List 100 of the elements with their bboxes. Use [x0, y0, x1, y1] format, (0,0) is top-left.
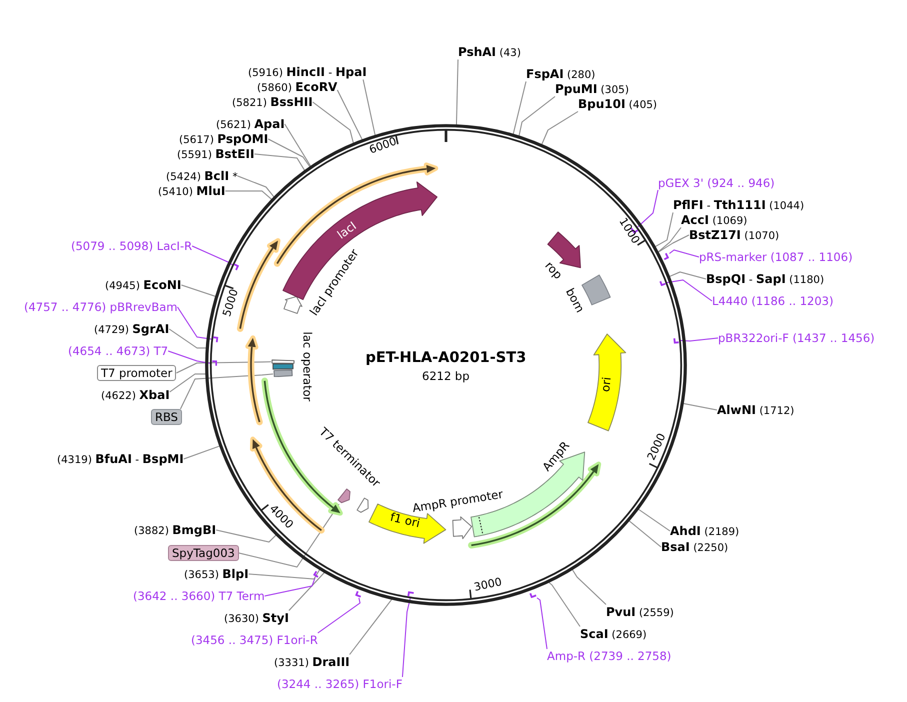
restriction-site-label: (4622) XbaI: [101, 388, 170, 402]
feature-segment: [337, 488, 352, 504]
feature-label: bom: [563, 286, 586, 316]
restriction-site-label: (5916) HincII - HpaI: [248, 64, 367, 80]
leader-line: [362, 79, 376, 136]
leader-line: [224, 190, 272, 200]
restriction-site-label: (5821) BssHII: [232, 94, 313, 110]
leader-line: [192, 246, 234, 266]
primer-site-mark: [630, 226, 638, 234]
feature-block: [273, 368, 294, 378]
leader-line: [456, 59, 458, 126]
restriction-site-label: AccI (1069): [681, 212, 748, 228]
primer-site-mark: [673, 336, 680, 344]
primer-label: (4654 .. 4673) T7: [68, 344, 168, 358]
feature-tag: T7 promoter: [97, 365, 176, 381]
primer-label: pRS-marker (1087 .. 1106): [699, 250, 853, 264]
restriction-site-label: PvuI (2559): [606, 604, 674, 620]
plasmid-name: pET-HLA-A0201-ST3: [366, 350, 526, 366]
leader-line: [680, 338, 718, 342]
leader-line: [658, 227, 682, 252]
leader-line: [180, 284, 216, 297]
leader-line: [541, 111, 578, 145]
primer-label: pGEX 3' (924 .. 946): [658, 176, 775, 190]
primer-label: (3642 .. 3660) T7 Term: [133, 589, 265, 603]
leader-line: [169, 373, 206, 392]
primer-site-mark: [210, 360, 218, 368]
feature-label: lacI: [335, 220, 359, 242]
primer-site-mark: [658, 280, 667, 286]
primer-label: L4440 (1186 .. 1203): [712, 294, 834, 308]
leader-line: [628, 520, 662, 548]
primer-site-mark: [663, 252, 670, 260]
restriction-site-label: (3630) StyI: [224, 610, 289, 626]
restriction-site-label: (3653) BlpI: [184, 566, 249, 582]
restriction-site-label: PshAI (43): [458, 44, 521, 60]
leader-line: [288, 572, 325, 611]
restriction-site-label: (3882) BmgBI: [134, 522, 216, 538]
restriction-site-label: (3331) DraIII: [274, 654, 350, 670]
primer-site-mark: [407, 590, 416, 598]
primer-label: (3456 .. 3475) F1ori-R: [191, 633, 318, 647]
feature-block: [271, 358, 296, 364]
scale-label: 5000: [221, 288, 241, 318]
leader-line: [349, 598, 392, 655]
feature-label: lac operator: [300, 331, 314, 401]
feature-label: ori: [600, 376, 614, 394]
leader-line: [237, 176, 274, 198]
leader-line: [183, 446, 220, 460]
restriction-site-label: BstZ17I (1070): [689, 228, 780, 242]
leader-line: [682, 403, 718, 410]
leader-line: [168, 350, 212, 364]
restriction-site-label: (5424) BclI*: [166, 168, 238, 184]
restriction-site-label: (4945) EcoNI: [105, 278, 182, 292]
leader-line: [168, 328, 207, 348]
restriction-site-label: (4319) BfuAI - BspMI: [57, 452, 184, 466]
restriction-site-label: FspAI (280): [526, 66, 596, 82]
leader-line: [638, 508, 670, 532]
feature-label: rop: [542, 260, 566, 282]
scale-label: 2000: [646, 432, 668, 462]
scale-label: 3000: [473, 576, 503, 594]
restriction-site-label: BspQI - SapI (1180): [706, 272, 824, 286]
leader-line: [176, 306, 213, 340]
leader-line: [317, 597, 360, 634]
primer-site-mark: [212, 336, 219, 344]
primer-site-mark: [313, 570, 320, 578]
primer-label: (5079 .. 5098) LacI-R: [71, 239, 192, 253]
leader-line: [336, 90, 363, 140]
leader-line: [669, 272, 706, 280]
primer-label: Amp-R (2739 .. 2758): [547, 649, 672, 663]
leader-line: [254, 154, 306, 171]
leader-line: [658, 234, 690, 253]
leader-line: [512, 81, 526, 135]
restriction-site-label: (5410) MluI: [158, 184, 226, 198]
leader-line: [536, 597, 548, 650]
restriction-site-label: (5617) PspOMI: [179, 132, 268, 146]
restriction-site-label: AhdI (2189): [670, 524, 740, 538]
leader-line: [654, 212, 674, 248]
leader-line: [666, 280, 712, 302]
leader-line: [248, 569, 320, 580]
leader-line: [637, 190, 658, 228]
leader-line: [180, 373, 274, 410]
leader-line: [518, 96, 556, 136]
leader-line: [238, 504, 340, 568]
feature-tag: RBS: [151, 409, 182, 425]
restriction-site-label: (5621) ApaI: [216, 116, 285, 132]
leader-line: [572, 569, 606, 605]
scale-label: 6000: [368, 136, 398, 156]
leader-line: [176, 361, 272, 374]
leader-line: [264, 577, 316, 596]
leader-line: [268, 138, 310, 168]
leader-line: [284, 124, 312, 167]
primer-label: (3244 .. 3265) F1ori-F: [277, 677, 402, 691]
primer-label: (4757 .. 4776) pBRrevBam: [24, 300, 178, 314]
primer-label: pBR322ori-F (1437 .. 1456): [718, 331, 875, 345]
feature-tag: SpyTag003: [168, 545, 239, 561]
primer-site-mark: [528, 592, 537, 598]
leader-line: [402, 596, 411, 678]
leader-line: [312, 102, 354, 144]
restriction-site-label: PpuMI (305): [555, 82, 629, 96]
restriction-site-label: ScaI (2669): [580, 626, 647, 642]
restriction-site-label: BsaI (2250): [661, 540, 728, 554]
restriction-site-label: PflFI - Tth111I (1044): [673, 198, 804, 212]
